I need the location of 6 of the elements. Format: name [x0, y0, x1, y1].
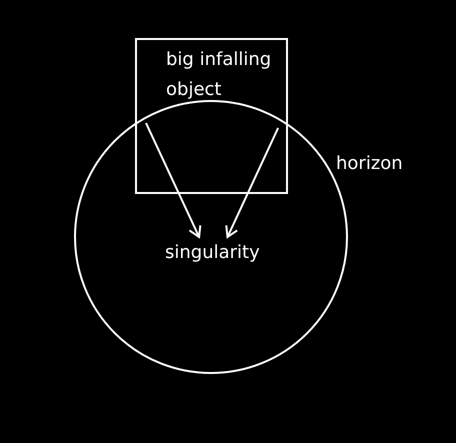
- box-label: big infalling object: [166, 48, 272, 102]
- arrow: [145, 122, 202, 238]
- object-box: [135, 38, 288, 194]
- circle-label: horizon: [336, 152, 403, 176]
- singularity-label: singularity: [165, 242, 260, 264]
- arrow: [225, 128, 279, 238]
